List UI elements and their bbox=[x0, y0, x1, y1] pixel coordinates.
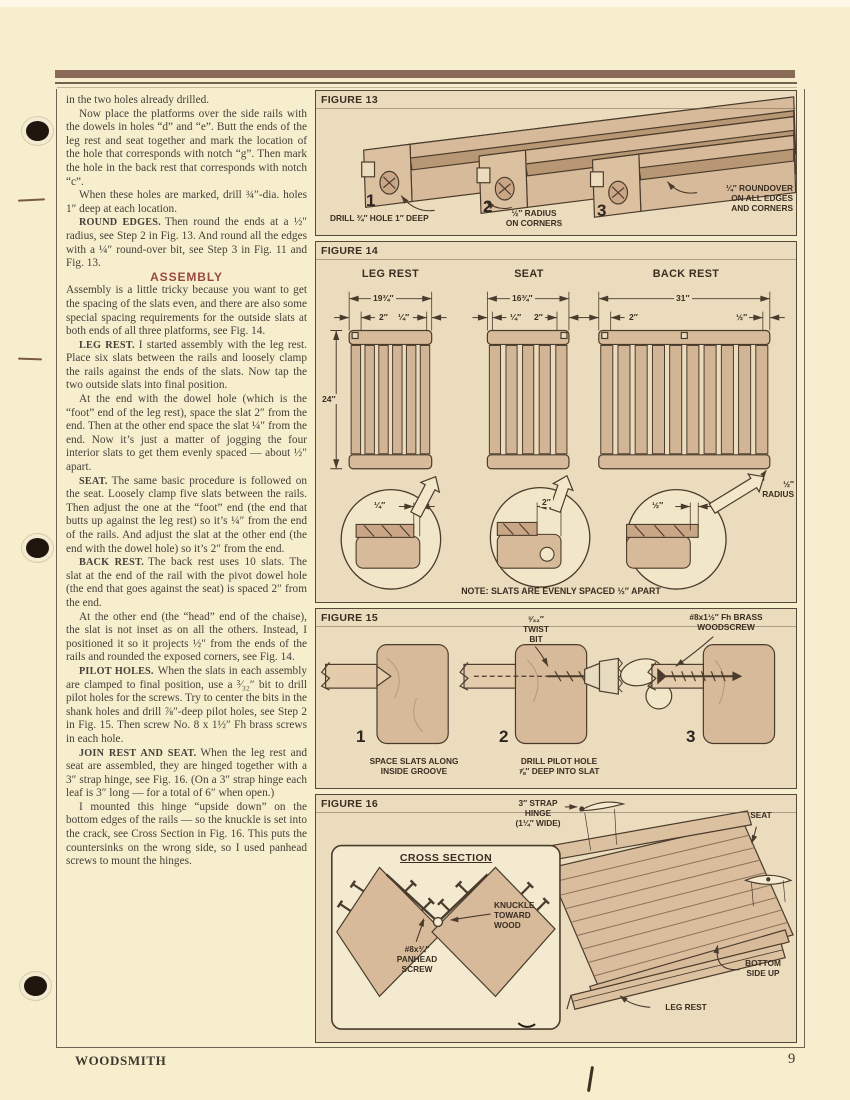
body-paragraph: JOIN REST AND SEAT.When the leg rest and… bbox=[66, 746, 307, 800]
scan-edge bbox=[0, 0, 850, 7]
body-paragraph: Now place the platforms over the side ra… bbox=[66, 107, 307, 188]
body-paragraph: At the other end (the “head” end of the … bbox=[66, 610, 307, 664]
fig14-dim: 16¾″ bbox=[510, 293, 535, 303]
fig16-cross-section-title: CROSS SECTION bbox=[399, 852, 493, 864]
top-rule-faint bbox=[57, 87, 797, 88]
fig15-step-1-number: 1 bbox=[356, 727, 366, 746]
fig14-dim: 19¾″ bbox=[371, 293, 396, 303]
fig14-detail-dim: 2″ bbox=[540, 497, 553, 507]
fig16-panhead-label: #8x¾″ PANHEAD SCREW bbox=[396, 944, 438, 974]
fig16-seat-label: SEAT bbox=[750, 810, 772, 820]
fig13-step-3-number: 3 bbox=[597, 201, 607, 220]
fig14-dim: 31″ bbox=[674, 293, 692, 303]
fig14-note: NOTE: SLATS ARE EVENLY SPACED ½″ APART bbox=[461, 586, 661, 596]
body-paragraph: ROUND EDGES.Then round the ends at a ½″ … bbox=[66, 216, 307, 270]
fig13-step-1-number: 1 bbox=[366, 191, 376, 210]
fig13-roundover-label: ¼″ ROUNDOVER ON ALL EDGES AND CORNERS bbox=[725, 183, 793, 213]
fig14-dim: 2″ bbox=[532, 312, 545, 322]
assembly-heading: ASSEMBLY bbox=[150, 269, 223, 284]
page-frame bbox=[56, 89, 805, 1048]
fig14-dim: ¼″ bbox=[396, 312, 412, 322]
body-paragraph: LEG REST.I started assembly with the leg… bbox=[66, 338, 307, 392]
fig15-step-2-number: 2 bbox=[499, 727, 509, 746]
fig14-dim: 2″ bbox=[377, 312, 390, 322]
figure-14-box: FIGURE 14 LEG REST SEAT BACK REST 19¾″ 1… bbox=[315, 241, 797, 603]
body-paragraph: Assembly is a little tricky because you … bbox=[66, 284, 307, 338]
fig14-detail-dim: ¼″ bbox=[372, 500, 388, 510]
fig14-dim: 2″ bbox=[627, 312, 640, 322]
figure-13-box: FIGURE 13 1 2 3 DRILL ¾″ HOLE 1″ DEEP ½″… bbox=[315, 90, 797, 236]
hole-punch bbox=[24, 976, 47, 996]
figure-label-rule bbox=[316, 626, 796, 627]
top-rule-thin bbox=[55, 82, 797, 84]
body-paragraph: SEAT.The same basic procedure is followe… bbox=[66, 474, 307, 555]
ink-mark bbox=[17, 198, 46, 202]
hole-punch bbox=[26, 538, 49, 558]
figure-16-label: FIGURE 16 bbox=[321, 798, 378, 810]
figure-15-drawing bbox=[320, 636, 776, 745]
figure-label-rule bbox=[316, 812, 796, 813]
footer-brand: WOODSMITH bbox=[75, 1053, 167, 1068]
fig14-height-dim: 24″ bbox=[320, 394, 338, 404]
fig16-knuckle-label: KNUCKLE TOWARD WOOD bbox=[494, 900, 535, 930]
fig16-strap-hinge-label: 3″ STRAP HINGE (1¼″ WIDE) bbox=[515, 798, 561, 828]
fig14-radius-label: ½″ RADIUS bbox=[762, 479, 794, 499]
figure-15-label: FIGURE 15 bbox=[321, 612, 378, 624]
binding-edge bbox=[0, 0, 15, 1100]
figure-15-box: FIGURE 15 ³⁄₃₂″ TWIST BIT #8x1½″ Fh BRAS… bbox=[315, 608, 797, 789]
body-paragraph: in the two holes already drilled. bbox=[66, 94, 210, 106]
fig16-leg-rest-label: LEG REST bbox=[665, 1002, 707, 1012]
fig15-woodscrew-label: #8x1½″ Fh BRASS WOODSCREW bbox=[689, 612, 763, 632]
article-column: in the two holes already drilled. Now pl… bbox=[66, 94, 307, 869]
fig14-panel-title: LEG REST bbox=[361, 268, 420, 280]
figure-label-rule bbox=[316, 259, 796, 260]
fig13-step-2-number: 2 bbox=[483, 197, 493, 216]
ink-mark bbox=[17, 357, 43, 361]
body-paragraph: PILOT HOLES.When the slats in each assem… bbox=[66, 664, 307, 745]
top-rule-thick bbox=[55, 70, 795, 78]
fig15-caption-2: DRILL PILOT HOLE ⅞″ DEEP INTO SLAT bbox=[518, 756, 600, 776]
body-paragraph: When these holes are marked, drill ¾″-di… bbox=[66, 189, 307, 215]
body-paragraph: At the end with the dowel hole (which is… bbox=[66, 393, 307, 474]
fig15-step-3-number: 3 bbox=[686, 727, 696, 746]
fig14-panel-title: BACK REST bbox=[652, 268, 720, 280]
fig15-twist-bit-label: ³⁄₃₂″ TWIST BIT bbox=[523, 614, 549, 644]
figure-16-box: FIGURE 16 CROSS SECTION 3″ STRAP HINGE (… bbox=[315, 794, 797, 1043]
fig14-dim: ½″ bbox=[734, 312, 750, 322]
fig13-drill-label: DRILL ¾″ HOLE 1″ DEEP bbox=[330, 213, 429, 223]
fig16-bottom-side-label: BOTTOM SIDE UP bbox=[745, 958, 781, 978]
figure-13-label: FIGURE 13 bbox=[321, 94, 378, 106]
fig14-panel-title: SEAT bbox=[514, 268, 544, 280]
figure-16-drawing bbox=[331, 801, 794, 1030]
figure-13-drawing bbox=[361, 96, 796, 218]
figure-label-rule bbox=[316, 108, 796, 109]
fig13-radius-label: ½″ RADIUS ON CORNERS bbox=[505, 208, 563, 228]
figure-14-drawing bbox=[330, 291, 785, 590]
ink-mark bbox=[586, 1065, 594, 1093]
fig14-dim: ¼″ bbox=[508, 312, 524, 322]
fig14-detail-dim: ½″ bbox=[650, 500, 666, 510]
page-number: 9 bbox=[788, 1051, 796, 1067]
body-paragraph: I mounted this hinge “upside down” on th… bbox=[66, 800, 307, 868]
fig15-caption-1: SPACE SLATS ALONG INSIDE GROOVE bbox=[369, 756, 459, 776]
body-paragraph: BACK REST.The back rest uses 10 slats. T… bbox=[66, 556, 307, 609]
hole-punch bbox=[26, 121, 49, 141]
figure-14-label: FIGURE 14 bbox=[321, 245, 378, 257]
